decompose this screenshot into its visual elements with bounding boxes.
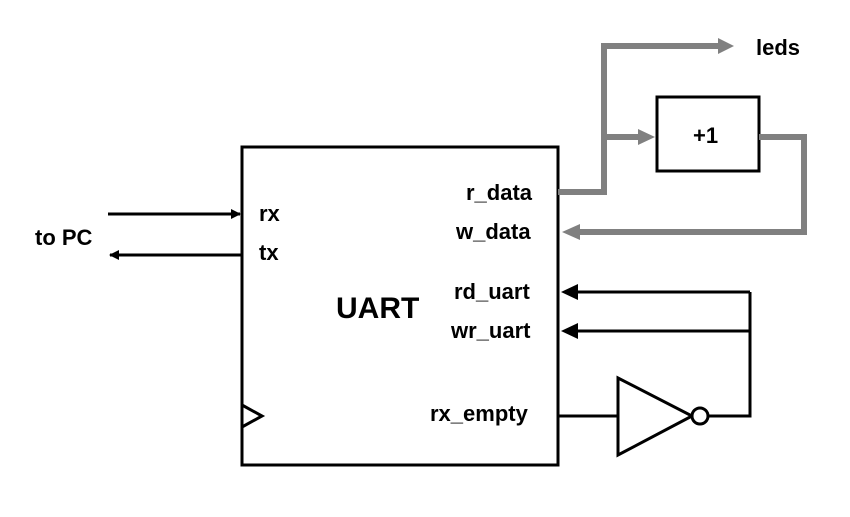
port-rd-uart-label: rd_uart — [454, 279, 530, 304]
inverter-bubble — [690, 406, 710, 426]
port-tx-label: tx — [259, 240, 279, 265]
r-data-bus — [558, 43, 720, 195]
inverter-output-wire — [708, 292, 752, 418]
uart-title: UART — [336, 292, 419, 325]
port-rx-label: rx — [259, 201, 281, 226]
w-data-bus — [578, 134, 807, 235]
wr-uart-arrowhead — [561, 323, 578, 339]
uart-block — [240, 145, 560, 467]
inverter-gate — [616, 375, 696, 458]
leds-label: leds — [756, 35, 800, 60]
port-w-data-label: w_data — [455, 219, 531, 244]
incrementer-label: +1 — [693, 123, 718, 148]
to-pc-label: to PC — [35, 225, 93, 250]
port-rx-empty-label: rx_empty — [430, 401, 529, 426]
w-data-arrowhead — [562, 224, 580, 240]
increment-input-arrowhead — [638, 129, 655, 145]
port-wr-uart-label: wr_uart — [450, 318, 531, 343]
port-r-data-label: r_data — [466, 180, 533, 205]
clock-input-symbol — [241, 403, 266, 429]
leds-arrowhead — [718, 38, 734, 54]
rd-uart-arrowhead — [561, 284, 578, 300]
